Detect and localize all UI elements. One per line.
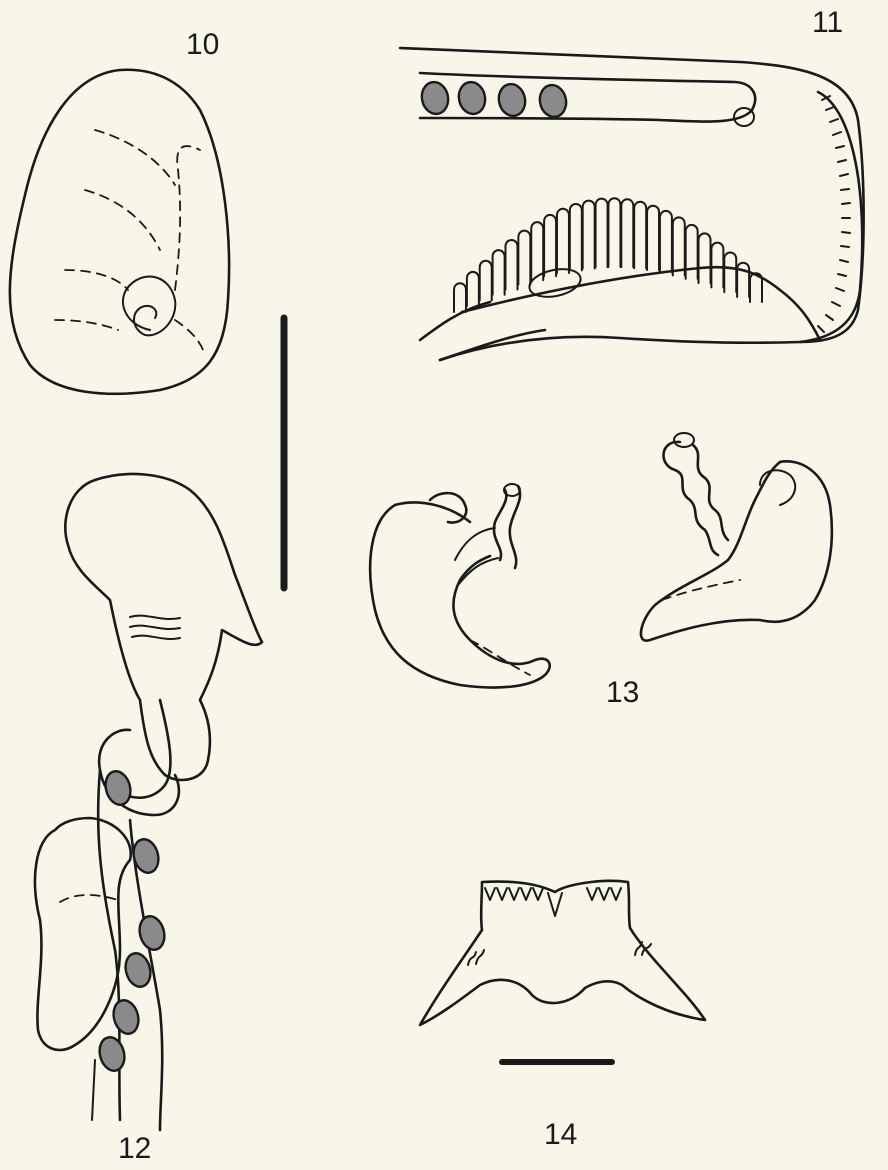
fig13-label: 13	[606, 678, 639, 708]
gill-filament	[557, 209, 569, 273]
fig12-egg	[96, 1034, 128, 1073]
radula-cusp	[599, 888, 609, 900]
gill-filament	[570, 204, 582, 270]
fig11-egg	[496, 82, 528, 119]
gill-filament	[480, 261, 492, 301]
gill-filament	[493, 250, 505, 295]
fig11-egg	[456, 80, 488, 117]
fig12-egg	[110, 997, 142, 1036]
gill-filament	[711, 243, 723, 288]
gill-filament	[737, 263, 749, 297]
fig10-shell-drawing	[10, 70, 229, 394]
fig12-egg	[102, 768, 134, 807]
gill-filament	[673, 217, 685, 275]
gill-filament	[647, 206, 659, 270]
fig12-reproductive-drawing	[35, 474, 262, 1130]
gill-filament	[454, 283, 466, 312]
radula-cusp	[497, 888, 507, 900]
radula-cusp	[533, 888, 543, 900]
gill-filament	[544, 215, 556, 276]
gill-filament	[634, 202, 646, 268]
gill-filament	[596, 199, 608, 268]
radula-cusp	[521, 888, 531, 900]
gill-filament	[608, 198, 620, 267]
gill-filament	[621, 199, 633, 267]
radula-cusp	[485, 888, 495, 900]
fig13-right-penis-drawing	[641, 433, 832, 641]
gill-filament	[686, 225, 698, 279]
gill-filament	[505, 240, 517, 290]
fig12-egg	[136, 913, 168, 952]
fig14-radula-drawing	[420, 881, 705, 1025]
fig11-label: 11	[812, 8, 843, 38]
gill-filament	[518, 231, 530, 285]
gill-filament	[531, 222, 543, 280]
gill-filament	[724, 253, 736, 293]
radula-cusp	[587, 888, 597, 900]
fig12-label: 12	[118, 1134, 151, 1164]
gill-filament	[699, 233, 711, 283]
gill-filament	[660, 211, 672, 272]
radula-central-cusp	[548, 893, 562, 916]
radula-cusp	[509, 888, 519, 900]
gill-filament	[583, 201, 595, 269]
fig11-gill-filaments	[454, 198, 762, 312]
fig10-label: 10	[186, 30, 219, 60]
fig14-label: 14	[544, 1120, 577, 1150]
fig11-egg	[537, 83, 569, 120]
gill-filament	[467, 272, 479, 306]
fig13-left-penis-drawing	[370, 484, 550, 688]
fig11-eggs	[419, 80, 569, 120]
fig11-egg	[419, 80, 451, 117]
radula-cusp	[611, 888, 621, 900]
